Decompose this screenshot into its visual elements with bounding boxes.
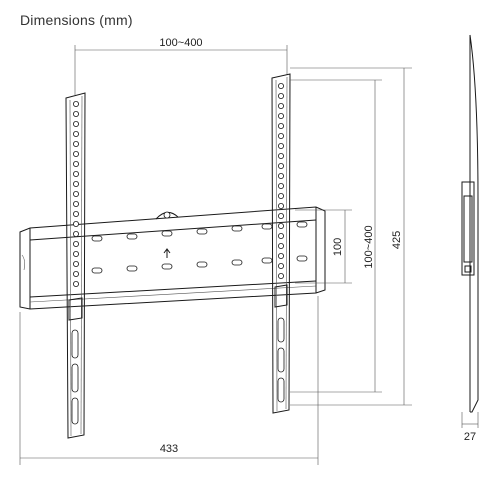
mount-hole bbox=[73, 210, 80, 217]
mount-hole bbox=[73, 260, 80, 267]
side-profile-view: 27 bbox=[461, 34, 479, 443]
mount-hole bbox=[277, 123, 284, 130]
mount-hole bbox=[277, 103, 284, 110]
mount-hole bbox=[277, 152, 284, 159]
dim-vesa-horizontal: 100~400 bbox=[74, 37, 288, 95]
mount-hole bbox=[73, 130, 80, 137]
mount-hole bbox=[277, 252, 284, 259]
mount-hole bbox=[73, 220, 80, 227]
mount-hole bbox=[277, 192, 284, 199]
dim-label-width-total: 433 bbox=[160, 443, 178, 455]
mount-hole bbox=[277, 162, 284, 169]
dim-label-vesa-horizontal: 100~400 bbox=[159, 37, 202, 49]
mount-hole bbox=[73, 170, 80, 177]
mount-hole bbox=[277, 222, 284, 229]
wall-plate-slots-top bbox=[91, 221, 308, 242]
mount-hole bbox=[73, 101, 80, 108]
dim-hole-spacing: 100 bbox=[295, 209, 352, 284]
dim-label-vesa-vertical: 100~400 bbox=[363, 225, 375, 268]
mount-hole bbox=[277, 202, 284, 209]
mount-hole bbox=[277, 212, 284, 219]
mount-hole bbox=[73, 150, 80, 157]
dim-height-total: 425 bbox=[290, 67, 412, 406]
dim-label-height-total: 425 bbox=[391, 231, 403, 249]
mount-hole bbox=[73, 111, 80, 118]
left-vertical-arm bbox=[65, 92, 86, 439]
mount-hole bbox=[277, 242, 284, 249]
mount-hole bbox=[277, 262, 284, 269]
mount-hole bbox=[73, 240, 80, 247]
mount-hole bbox=[73, 230, 80, 237]
mount-hole bbox=[277, 83, 284, 90]
wall-plate-slots-bottom bbox=[91, 255, 308, 274]
dim-width-total: 433 bbox=[19, 296, 319, 465]
mount-hole bbox=[73, 121, 80, 128]
mount-hole bbox=[277, 132, 284, 139]
mount-hole bbox=[73, 200, 80, 207]
left-arm-holes bbox=[73, 101, 80, 287]
mount-hole bbox=[73, 180, 80, 187]
mount-hole bbox=[73, 250, 80, 257]
mount-hole bbox=[73, 160, 80, 167]
diagram-title: Dimensions (mm) bbox=[20, 12, 133, 28]
mount-hole bbox=[277, 113, 284, 120]
mount-hole bbox=[277, 93, 284, 100]
mount-hole bbox=[277, 232, 284, 239]
mount-hole bbox=[73, 190, 80, 197]
mount-hole bbox=[73, 280, 80, 287]
mount-hole bbox=[277, 172, 284, 179]
dim-label-hole-spacing: 100 bbox=[332, 238, 344, 256]
dim-label-depth: 27 bbox=[464, 431, 476, 443]
mount-hole bbox=[277, 142, 284, 149]
dim-vesa-vertical: 100~400 bbox=[290, 79, 382, 393]
mount-hole bbox=[73, 140, 80, 147]
mount-hole bbox=[277, 272, 284, 279]
right-vertical-arm bbox=[271, 73, 291, 414]
right-arm-holes bbox=[277, 83, 284, 279]
wall-plate bbox=[19, 206, 326, 310]
mount-hole bbox=[277, 182, 284, 189]
mount-hole bbox=[73, 270, 80, 277]
